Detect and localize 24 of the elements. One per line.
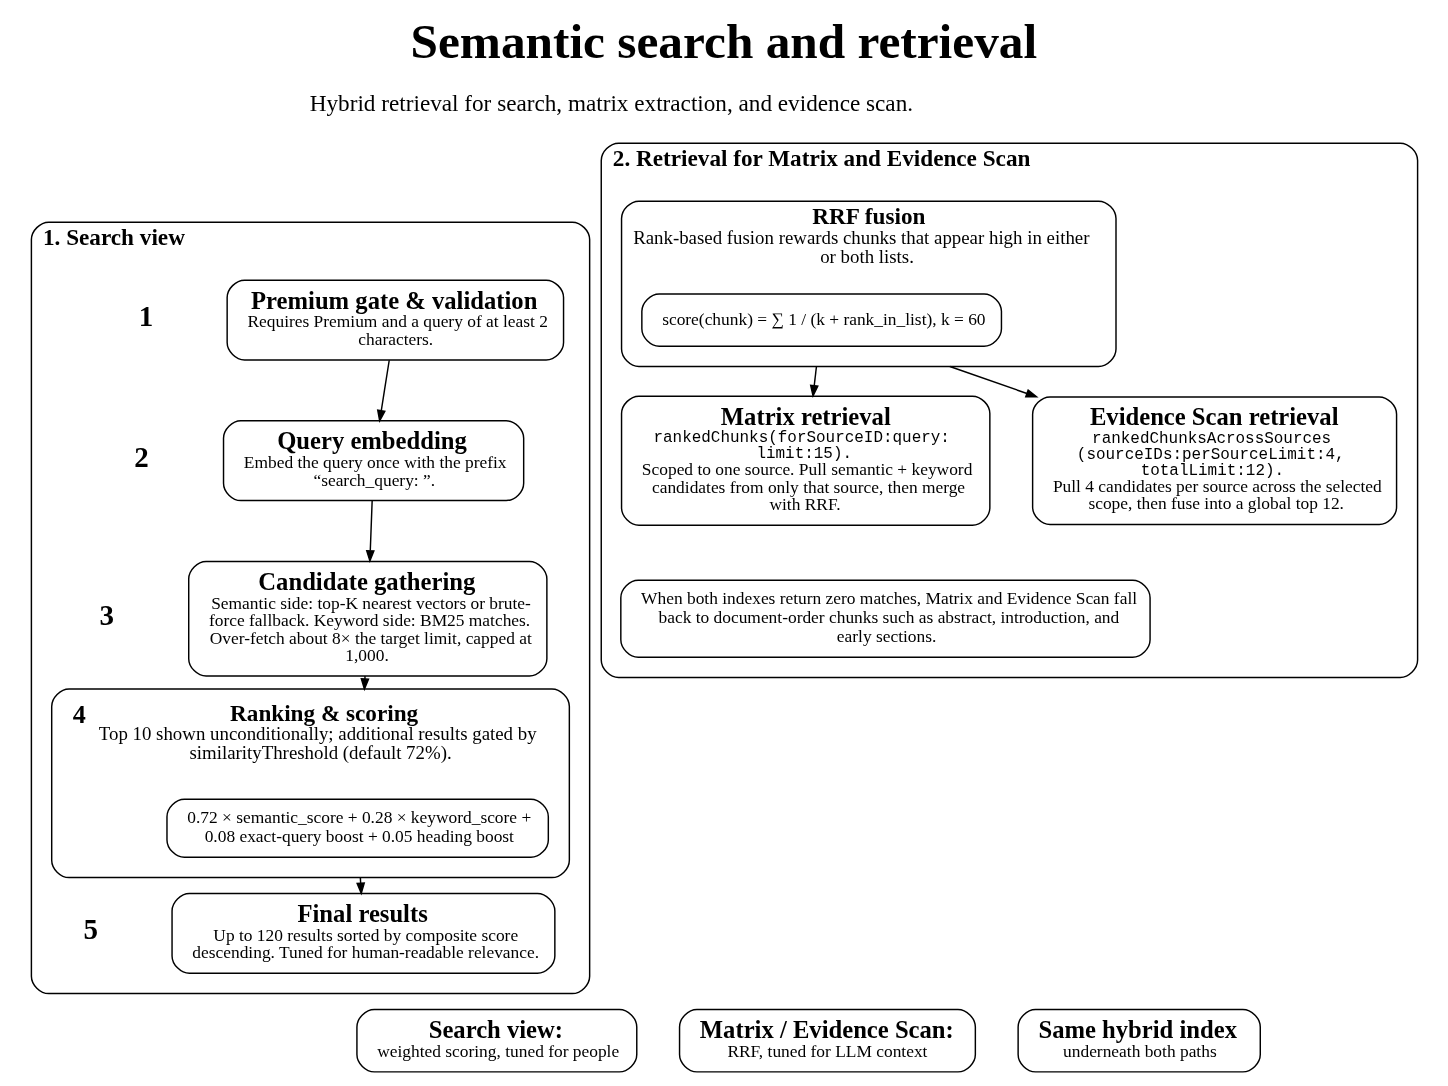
node-box: Query embedding Embed the query once with the prefix “search_query: ”.: [222, 420, 524, 502]
node-box: Search view: weighted scoring, tuned for people: [355, 1008, 637, 1073]
node-box: Final results Up to 120 results sorted by composite score descending. Tuned for human-readable relevance.: [170, 892, 556, 974]
arrow: [809, 365, 819, 398]
arrow: [365, 500, 375, 564]
node-box: Matrix / Evidence Scan: RRF, tuned for LLM context: [678, 1008, 976, 1073]
node-box: When both indexes return zero matches, Matrix and Evidence Scan fall back to document-order chunks such as abstract, introduction, and early sections.: [619, 579, 1151, 658]
label: Hybrid retrieval for search, matrix extraction, and evidence scan.: [309, 89, 913, 116]
node-box: 0.72 × semantic_score + 0.28 × keyword_score + 0.08 exact-query boost + 0.05 heading boost: [165, 798, 549, 858]
node-label: 1: [138, 299, 153, 332]
arrow: [359, 675, 370, 692]
node-label: 2: [133, 440, 149, 473]
node-box: Matrix retrieval rankedChunks(forSourceID:query: limit:15). Scoped to one source. Pull semantic + keyword candidates from only that source, then merge with RRF.: [620, 395, 991, 526]
arrow: [376, 359, 390, 423]
node-label: 5: [83, 913, 98, 946]
node-box: Same hybrid index underneath both paths: [1016, 1008, 1261, 1073]
node-box: Candidate gathering Semantic side: top-K nearest vectors or brute-force fallback. Keyword side: BM25 matches. Over-fetch about 8× the target limit, capped at 1,000.: [187, 560, 548, 677]
node-box: score(chunk) = ∑ 1 / (k + rank_in_list), k = 60: [640, 293, 1002, 347]
node-label: 3: [99, 598, 114, 631]
node-label: 4: [72, 700, 86, 730]
node-box: Evidence Scan retrieval rankedChunksAcrossSources (sourceIDs:perSourceLimit:4, totalLimit:12). Pull 4 candidates per source across the selected scope, then fuse into a global top 12.: [1031, 396, 1397, 526]
arrow: [948, 365, 1039, 398]
diagram-title: Semantic search and retrieval: [410, 13, 1037, 69]
node-box: Premium gate & validation Requires Premium and a query of at least 2 characters.: [225, 279, 564, 361]
